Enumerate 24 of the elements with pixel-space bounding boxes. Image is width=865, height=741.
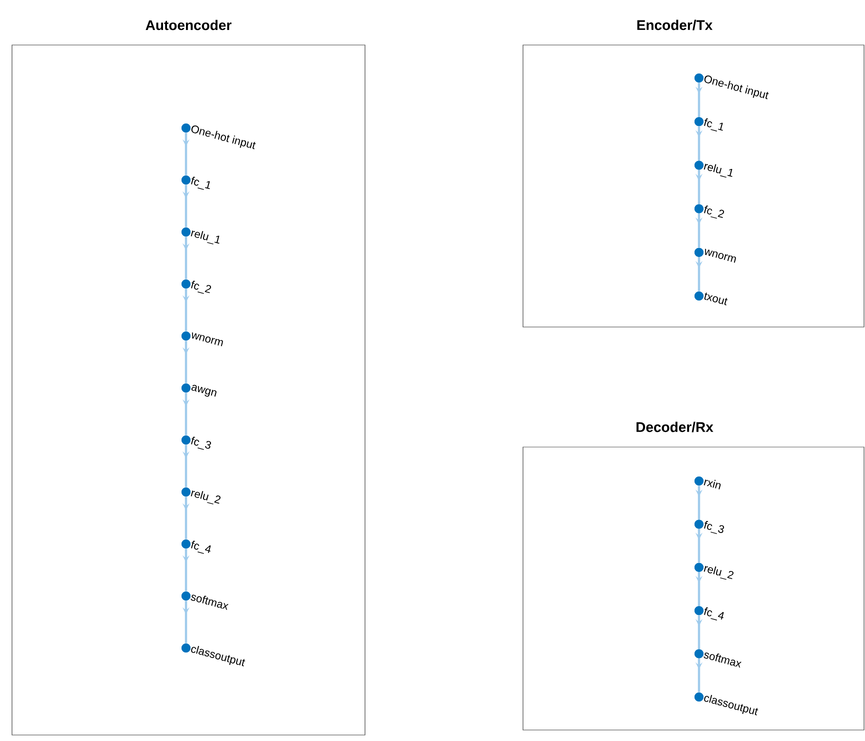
layer-label: fc_1	[704, 118, 723, 132]
layer-label: fc_3	[191, 436, 212, 450]
layer-label: softmax	[190, 594, 229, 610]
panel-title: Decoder/Rx	[636, 422, 714, 432]
layer-label: fc_2	[191, 280, 212, 294]
panel-title: Autoencoder	[146, 20, 232, 30]
layer-label: One-hot input	[704, 75, 769, 100]
layer-label: relu_2	[190, 490, 220, 504]
panel-title: Encoder/Tx	[637, 20, 713, 30]
layer-label: One-hot input	[191, 125, 256, 150]
layer-label: rxin	[704, 480, 721, 490]
layer-label: wnorm	[705, 248, 736, 263]
layer-label: wnorm	[192, 332, 223, 346]
layer-label: fc_3	[704, 520, 724, 534]
layer-label: fc_4	[704, 607, 724, 620]
layer-label: relu_1	[190, 230, 220, 244]
layer-label: fc_2	[704, 206, 724, 219]
layer-label: relu_1	[704, 164, 732, 178]
layer-label: softmax	[704, 652, 742, 668]
layer-label: fc_4	[191, 540, 211, 554]
layer-label: txout	[704, 292, 728, 306]
layer-label: awgn	[191, 384, 216, 397]
layer-label: fc_1	[191, 176, 210, 190]
layer-label: relu_2	[704, 566, 734, 580]
